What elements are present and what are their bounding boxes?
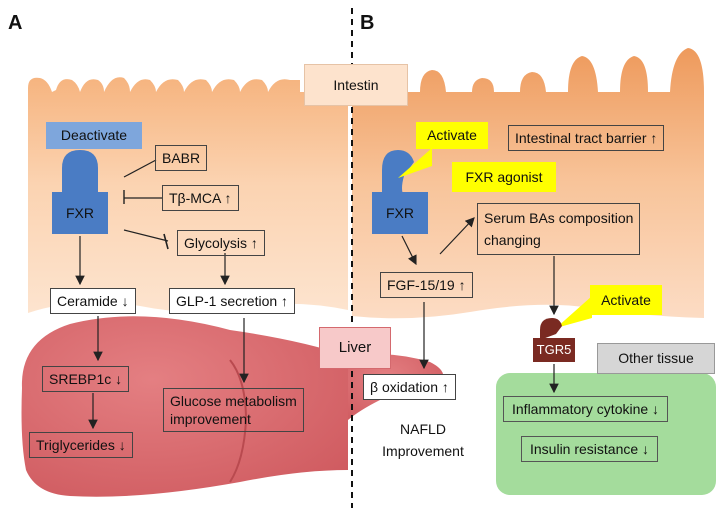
panel-label-b: B xyxy=(360,12,375,34)
liver-shape xyxy=(21,316,348,497)
tgr5-label: TGR5 xyxy=(536,342,572,357)
fxr-label-a: FXR xyxy=(66,205,94,221)
panel-label-a: A xyxy=(8,12,23,34)
serum-bas-box: Serum BAs composition changing xyxy=(477,203,641,255)
nafld-line-1: NAFLD xyxy=(400,421,446,437)
serum-line-1: Serum BAs composition xyxy=(484,210,634,226)
glycolysis-box: Glycolysis ↑ xyxy=(177,230,265,256)
glucose-improvement-box: Glucose metabolism improvement xyxy=(163,388,304,432)
glucose-line-1: Glucose metabolism xyxy=(170,393,297,409)
insulin-resistance-box: Insulin resistance ↓ xyxy=(521,436,659,462)
fxr-receptor-a xyxy=(52,150,108,234)
fxr-label-b: FXR xyxy=(386,205,414,221)
liver-lobe-line xyxy=(229,359,248,483)
activate-triangle-fxr xyxy=(398,148,432,178)
ceramide-box: Ceramide ↓ xyxy=(50,288,136,314)
tb-mca-box: Tβ-MCA ↑ xyxy=(162,185,239,211)
srebp1c-box: SREBP1c ↓ xyxy=(42,366,130,392)
activate-fxr-label: Activate xyxy=(416,122,488,149)
barrier-box: Intestinal tract barrier ↑ xyxy=(508,125,665,151)
babr-box: BABR xyxy=(155,145,208,171)
nafld-line-2: Improvement xyxy=(382,443,464,459)
inflammatory-box: Inflammatory cytokine ↓ xyxy=(503,396,669,422)
intestine-label: Intestin xyxy=(304,64,408,106)
fgf-box: FGF-15/19 ↑ xyxy=(380,272,473,298)
other-tissue-shape xyxy=(496,373,716,495)
nafld-improvement-label: NAFLD Improvement xyxy=(366,414,480,466)
triglycerides-box: Triglycerides ↓ xyxy=(29,432,133,458)
serum-line-2: changing xyxy=(484,232,541,248)
glp1-box: GLP-1 secretion ↑ xyxy=(169,288,296,314)
activate-triangle-tgr5 xyxy=(556,296,592,328)
liver-label: Liver xyxy=(319,327,391,369)
tgr5-receptor xyxy=(533,318,575,362)
fxr-receptor-b xyxy=(372,150,428,234)
glucose-line-2: improvement xyxy=(170,411,251,427)
beta-oxidation-box: β oxidation ↑ xyxy=(363,374,456,400)
activate-tgr5-label: Activate xyxy=(590,285,662,315)
other-tissue-label: Other tissue xyxy=(597,343,715,374)
deactivate-label: Deactivate xyxy=(46,122,142,149)
fxr-agonist-label: FXR agonist xyxy=(452,162,556,192)
